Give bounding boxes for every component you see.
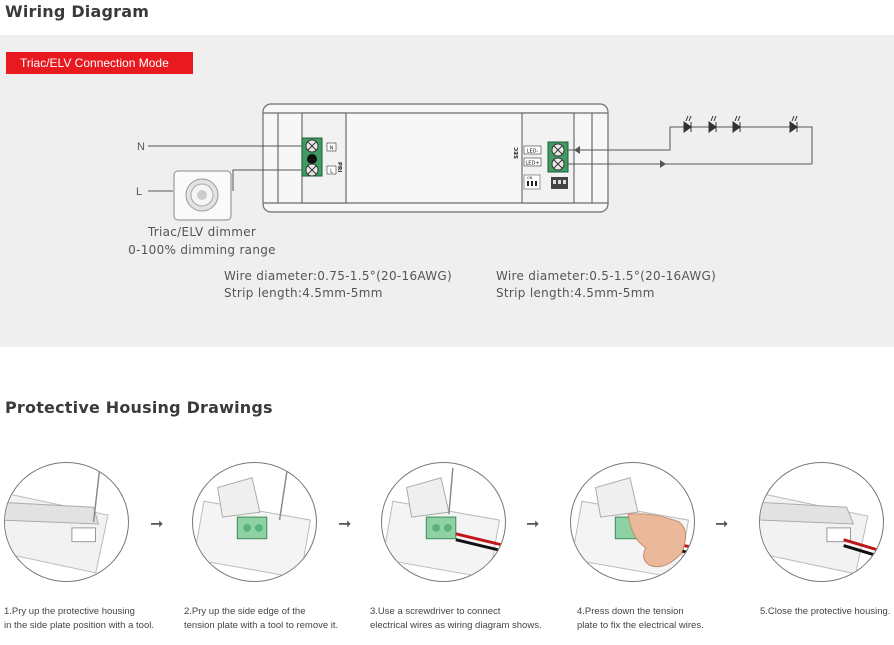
output-arrow-out bbox=[660, 160, 666, 168]
sec-label: SEC bbox=[514, 147, 520, 159]
pri-term-n: N bbox=[330, 146, 334, 152]
pri-label: PRI bbox=[336, 162, 342, 172]
wiring-panel: Triac/ELV Connection Mode N L PRI bbox=[0, 35, 894, 347]
step-arrow-1: ➞ bbox=[150, 514, 164, 533]
housing-drawings-title: Protective Housing Drawings bbox=[5, 398, 273, 417]
output-wiring bbox=[568, 126, 813, 165]
sec-strip-length: Strip length:4.5mm-5mm bbox=[496, 286, 655, 300]
dip-switch-bank: ON bbox=[523, 174, 568, 190]
output-arrow-in bbox=[574, 146, 580, 154]
connection-mode-badge: Triac/ELV Connection Mode bbox=[6, 52, 193, 74]
pri-wire-diameter: Wire diameter:0.75-1.5°(20-16AWG) bbox=[224, 269, 453, 283]
pri-term-l: L bbox=[330, 169, 333, 175]
sec-led-plus: LED+ bbox=[526, 161, 540, 167]
step-3-caption: 3.Use a screwdriver to connect electrica… bbox=[370, 606, 542, 631]
step-1-caption: 1.Pry up the protective housing in the s… bbox=[4, 606, 154, 631]
step-3-illustration bbox=[381, 462, 506, 582]
step-arrow-3: ➞ bbox=[526, 514, 540, 533]
step-5-illustration bbox=[759, 462, 884, 582]
step-2-caption: 2.Pry up the side edge of the tension pl… bbox=[184, 606, 339, 631]
led-string bbox=[683, 115, 798, 133]
input-wiring bbox=[148, 145, 302, 192]
step-2-illustration bbox=[192, 462, 317, 582]
step-5-caption: 5.Close the protective housing. bbox=[760, 606, 891, 617]
triac-dimmer-icon bbox=[173, 170, 232, 221]
pri-terminal-block: N L PRI bbox=[301, 137, 342, 177]
sec-wire-diameter: Wire diameter:0.5-1.5°(20-16AWG) bbox=[496, 269, 717, 283]
step-4-illustration bbox=[570, 462, 695, 582]
dimmer-range: 0-100% dimming range bbox=[128, 243, 276, 257]
pri-strip-length: Strip length:4.5mm-5mm bbox=[224, 286, 383, 300]
sec-led-minus: LED- bbox=[527, 149, 539, 155]
wiring-diagram-title: Wiring Diagram bbox=[5, 2, 150, 21]
wiring-schematic: N L PRI LED- LED+ SEC ON bbox=[136, 103, 813, 221]
step-arrow-4: ➞ bbox=[715, 514, 729, 533]
sec-terminal-block: LED- LED+ SEC bbox=[514, 141, 569, 173]
step-4-caption: 4.Press down the tension plate to fix th… bbox=[577, 606, 704, 631]
svg-text:ON: ON bbox=[527, 176, 533, 180]
input-l-label: L bbox=[136, 186, 142, 198]
step-arrow-2: ➞ bbox=[338, 514, 352, 533]
step-1-illustration bbox=[4, 462, 129, 582]
dimmer-name: Triac/ELV dimmer bbox=[147, 225, 257, 239]
input-n-label: N bbox=[137, 141, 145, 153]
